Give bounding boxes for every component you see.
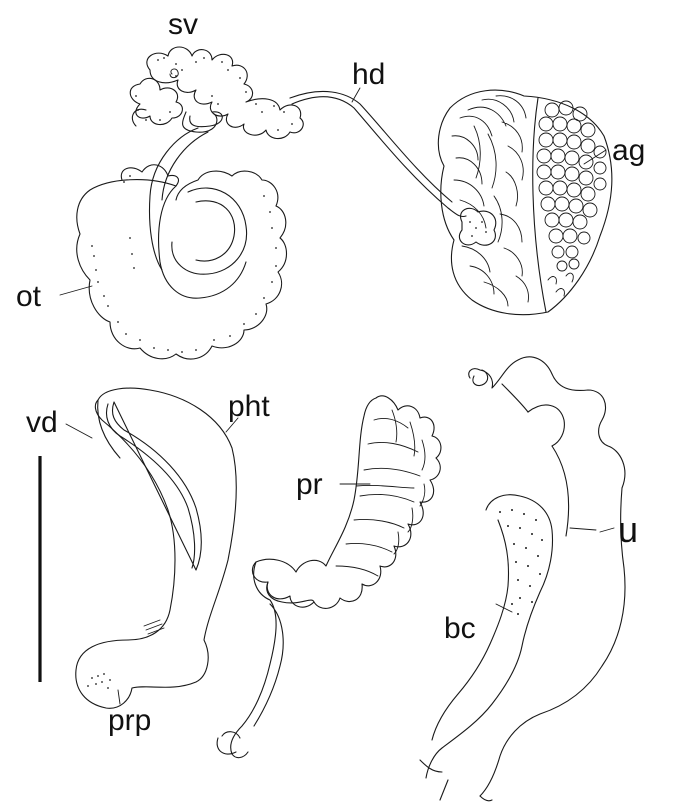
label-vd: vd <box>26 406 58 439</box>
prostate-complex <box>217 396 441 758</box>
carrefour <box>459 208 495 245</box>
label-ag: ag <box>612 134 645 167</box>
label-hd: hd <box>352 58 385 91</box>
prostate <box>252 396 441 608</box>
label-ot: ot <box>16 280 42 313</box>
label-pr: pr <box>296 468 323 501</box>
upper-reproductive-complex <box>77 47 612 359</box>
penis-complex <box>76 388 237 708</box>
vas-deferens <box>107 402 202 570</box>
label-prp: prp <box>108 704 151 737</box>
label-u: u <box>618 509 638 550</box>
prostate-duct <box>231 562 283 758</box>
ovotestis <box>77 128 287 359</box>
label-bc: bc <box>444 612 476 645</box>
sv-stipple <box>135 57 293 131</box>
leader-lines <box>60 88 614 704</box>
carrefour-stipple <box>469 221 487 237</box>
seminal-vesicle <box>130 47 303 139</box>
albumen-gland <box>438 90 612 315</box>
female-tract <box>420 357 625 801</box>
albumen-granules <box>537 101 606 271</box>
label-pht: pht <box>228 390 270 423</box>
ot-stipple <box>91 175 277 353</box>
prp-stipple <box>87 673 111 689</box>
pr-accent <box>356 485 414 488</box>
label-sv: sv <box>168 8 198 41</box>
phallotheca <box>76 388 237 708</box>
